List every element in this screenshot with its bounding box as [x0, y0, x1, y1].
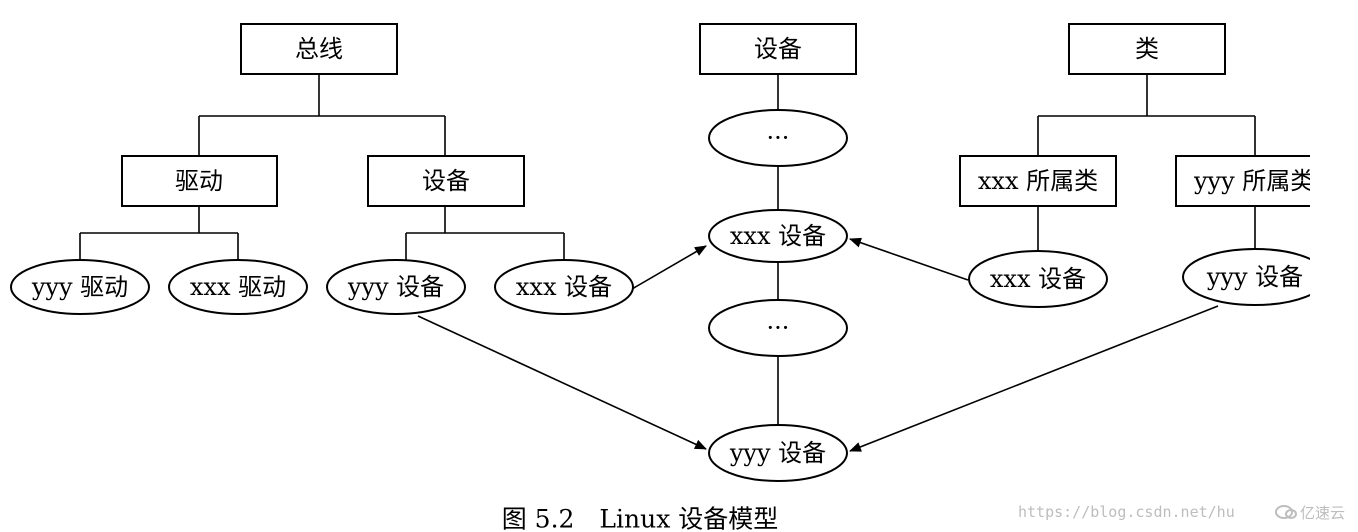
arrow-class-yyy-to-center-yyy: [849, 305, 1219, 452]
node-class-label: 类: [1135, 35, 1159, 63]
arrow-bus-yyy-to-center-yyy: [417, 315, 707, 450]
node-bus: 总线: [240, 23, 398, 75]
node-device-root: 设备: [699, 23, 857, 75]
node-yyy-device-class-label: yyy 设备: [1206, 263, 1303, 291]
node-device-root-label: 设备: [754, 35, 802, 63]
watermark-logo-text: 亿速云: [1300, 504, 1345, 522]
node-bus-device: 设备: [367, 155, 525, 207]
node-ellipsis-mid-label: ···: [767, 314, 790, 342]
arrow-class-xxx-to-center-xxx: [849, 237, 969, 281]
node-yyy-device-bus-label: yyy 设备: [347, 273, 444, 301]
node-yyy-driver: yyy 驱动: [10, 259, 150, 315]
node-bus-label: 总线: [295, 35, 343, 63]
figure-caption: 图 5.2 Linux 设备模型: [502, 505, 779, 532]
node-xxx-device-bus-label: xxx 设备: [516, 273, 612, 301]
crop-mask: [1310, 0, 1358, 500]
node-yyy-driver-label: yyy 驱动: [31, 273, 128, 301]
watermark-url: https://blog.csdn.net/hu: [1018, 503, 1235, 521]
node-yyy-device-bus: yyy 设备: [326, 259, 466, 315]
node-xxx-device-bus: xxx 设备: [494, 259, 634, 315]
node-yyy-device-center-label: yyy 设备: [729, 439, 826, 467]
node-xxx-driver: xxx 驱动: [168, 259, 308, 315]
node-ellipsis-mid: ···: [708, 299, 848, 357]
node-yyy-device-class: yyy 设备: [1182, 248, 1328, 306]
node-yyy-device-center: yyy 设备: [708, 424, 848, 482]
node-xxx-device-class: xxx 设备: [968, 250, 1108, 308]
arrow-bus-xxx-to-center-xxx: [631, 245, 707, 290]
node-ellipsis-top-label: ···: [767, 124, 790, 152]
reference-arrows: [417, 237, 1219, 452]
node-ellipsis-top: ···: [708, 109, 848, 167]
tree-connectors: [79, 74, 1256, 425]
node-xxx-device-center-label: xxx 设备: [730, 222, 826, 250]
node-driver: 驱动: [121, 155, 278, 207]
watermark: https://blog.csdn.net/hu 亿速云: [1018, 503, 1345, 522]
node-driver-label: 驱动: [175, 167, 223, 195]
node-xxx-class-label: xxx 所属类: [978, 167, 1098, 195]
node-xxx-driver-label: xxx 驱动: [190, 273, 286, 301]
node-yyy-class-label: yyy 所属类: [1193, 167, 1314, 195]
node-xxx-device-center: xxx 设备: [708, 209, 848, 263]
cloud-logo-icon: [1275, 505, 1297, 519]
node-bus-device-label: 设备: [422, 167, 470, 195]
node-class: 类: [1068, 23, 1226, 75]
node-xxx-class: xxx 所属类: [959, 155, 1117, 207]
node-xxx-device-class-label: xxx 设备: [990, 265, 1086, 293]
